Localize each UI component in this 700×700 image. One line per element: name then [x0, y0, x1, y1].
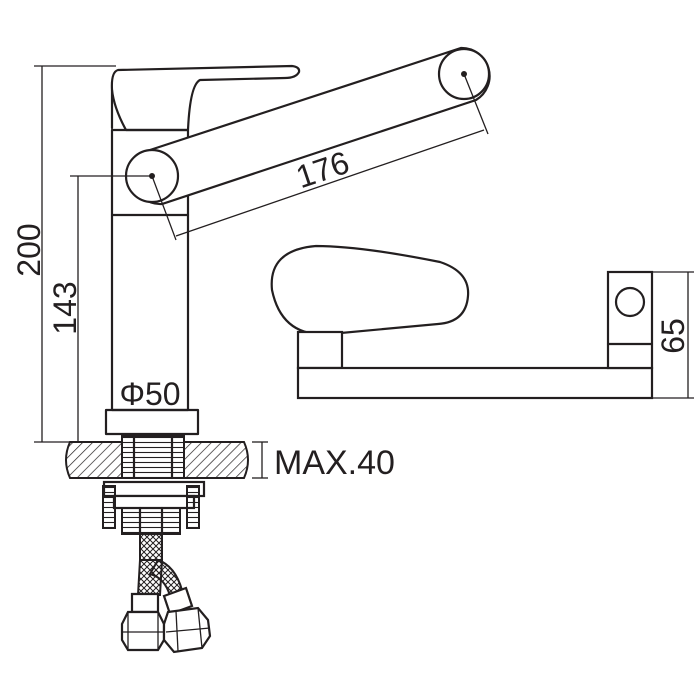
- hose-ferrule-right: [162, 586, 194, 616]
- stud-right: [186, 485, 200, 529]
- side-block-hole: [614, 286, 646, 318]
- hose-ferrule-left: [130, 592, 160, 614]
- base-ring: [104, 408, 200, 436]
- dim-deck-thickness: MAX.40: [274, 444, 395, 482]
- threaded-shank: [121, 435, 185, 479]
- flex-hoses: [130, 533, 194, 616]
- stud-left: [102, 485, 116, 529]
- dimension-lines: [34, 65, 489, 479]
- deck-section: [65, 434, 249, 480]
- side-view: [270, 244, 694, 400]
- spout: [124, 46, 491, 206]
- mounting-nut: [112, 494, 196, 510]
- dim-height-spout: 143: [47, 281, 83, 334]
- deck-right: [183, 441, 249, 479]
- dim-base-diameter: Φ50: [119, 376, 180, 412]
- deck-left: [65, 441, 123, 479]
- side-base-bar: [296, 366, 654, 400]
- hose-nuts: [120, 606, 212, 654]
- side-lever-stem: [296, 330, 344, 370]
- hose-left: [139, 533, 163, 561]
- side-lever-head: [270, 244, 470, 336]
- dimension-labels: 200 143 176 Φ50 MAX.40 65: [11, 144, 691, 482]
- dim-height-total: 200: [11, 223, 47, 276]
- mounting-hardware: [102, 480, 206, 536]
- threaded-nipple: [121, 507, 181, 535]
- dim-side-height: 65: [655, 318, 691, 354]
- side-block: [606, 270, 654, 370]
